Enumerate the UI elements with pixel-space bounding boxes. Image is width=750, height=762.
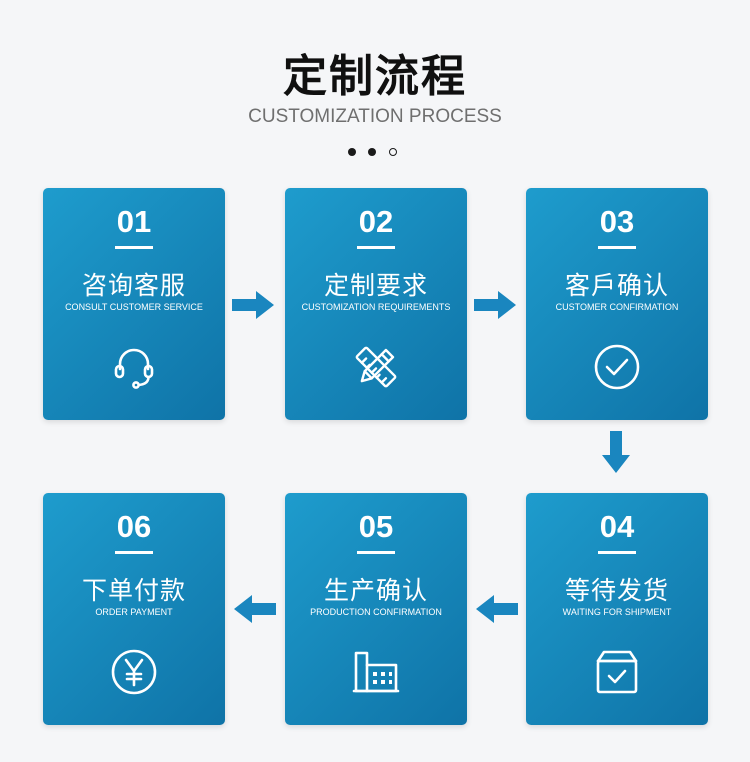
pencil-ruler-icon	[351, 342, 401, 392]
dot-indicator	[389, 148, 397, 156]
step-number: 06	[116, 509, 152, 544]
check-circle-icon	[592, 342, 642, 392]
step-card-03: 03 客戶确认 CUSTOMER CONFIRMATION	[526, 188, 708, 420]
step-subtitle: CUSTOMER CONFIRMATION	[555, 302, 679, 312]
step-subtitle: WAITING FOR SHIPMENT	[562, 607, 672, 617]
arrow-down-icon	[600, 431, 632, 475]
step-subtitle: CONSULT CUSTOMER SERVICE	[65, 302, 203, 312]
step-number: 04	[599, 509, 635, 544]
number-underline	[598, 246, 636, 249]
step-title: 咨询客服	[81, 271, 186, 300]
step-number: 03	[599, 204, 635, 239]
step-title: 客戶确认	[564, 271, 669, 300]
box-check-icon	[592, 647, 642, 697]
headset-icon	[109, 342, 159, 392]
factory-icon	[351, 647, 401, 697]
step-number: 05	[358, 509, 394, 544]
step-subtitle: ORDER PAYMENT	[95, 607, 173, 617]
dot-indicator	[368, 148, 376, 156]
number-underline	[115, 551, 153, 554]
pagination-dots	[348, 148, 408, 158]
step-card-02: 02 定制要求 CUSTOMIZATION REQUIREMENTS	[285, 188, 467, 420]
step-card-06: 06 下单付款 ORDER PAYMENT	[43, 493, 225, 725]
step-title: 定制要求	[323, 271, 428, 300]
arrow-left-icon	[232, 593, 276, 625]
number-underline	[357, 551, 395, 554]
step-number: 01	[116, 204, 152, 239]
step-title: 下单付款	[81, 576, 186, 605]
step-title: 生产确认	[323, 576, 428, 605]
arrow-right-icon	[474, 289, 518, 321]
step-subtitle: CUSTOMIZATION REQUIREMENTS	[301, 302, 451, 312]
number-underline	[115, 246, 153, 249]
number-underline	[598, 551, 636, 554]
page-title: 定制流程	[283, 51, 467, 102]
yen-circle-icon	[109, 647, 159, 697]
step-subtitle: PRODUCTION CONFIRMATION	[310, 607, 442, 617]
step-card-04: 04 等待发货 WAITING FOR SHIPMENT	[526, 493, 708, 725]
arrow-left-icon	[474, 593, 518, 625]
step-card-01: 01 咨询客服 CONSULT CUSTOMER SERVICE	[43, 188, 225, 420]
step-title: 等待发货	[564, 576, 669, 605]
page-subtitle: CUSTOMIZATION PROCESS	[248, 106, 502, 127]
number-underline	[357, 246, 395, 249]
arrow-right-icon	[232, 289, 276, 321]
dot-indicator	[348, 148, 356, 156]
step-card-05: 05 生产确认 PRODUCTION CONFIRMATION	[285, 493, 467, 725]
step-number: 02	[358, 204, 394, 239]
